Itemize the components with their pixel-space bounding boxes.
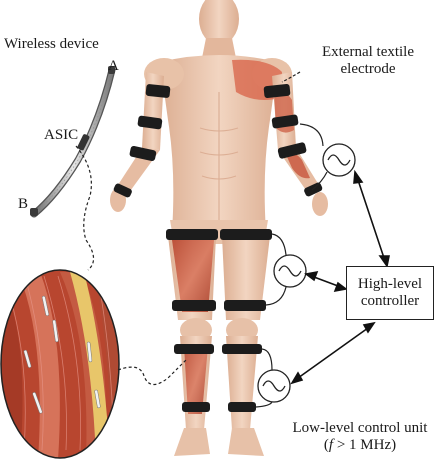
- sine-wave-icon-lower: [258, 370, 290, 402]
- zoom-to-leg-pointer: [118, 360, 186, 385]
- high-level-controller-box: High-level controller: [346, 266, 434, 320]
- low-level-line2-suffix: > 1 MHz): [333, 437, 396, 453]
- point-a-label: A: [108, 58, 119, 75]
- external-electrode-line2: electrode: [300, 61, 436, 78]
- controller-line1: High-level: [358, 276, 422, 293]
- external-electrode-line1: External textile: [300, 44, 436, 61]
- external-electrode-label: External textile electrode: [300, 44, 436, 78]
- asic-label: ASIC: [44, 127, 78, 144]
- muscle-zoom-icon: [0, 270, 120, 460]
- low-level-line2: (f > 1 MHz): [284, 437, 436, 454]
- point-b-label: B: [18, 196, 28, 213]
- low-level-line1: Low-level control unit: [284, 420, 436, 437]
- human-body-icon: [110, 0, 328, 456]
- wireless-device-label: Wireless device: [4, 36, 99, 53]
- sine-wave-icon-upper: [323, 144, 355, 176]
- low-level-control-unit-label: Low-level control unit (f > 1 MHz): [284, 420, 436, 454]
- controller-line2: controller: [361, 293, 419, 310]
- sine-wave-icon-middle: [274, 255, 306, 287]
